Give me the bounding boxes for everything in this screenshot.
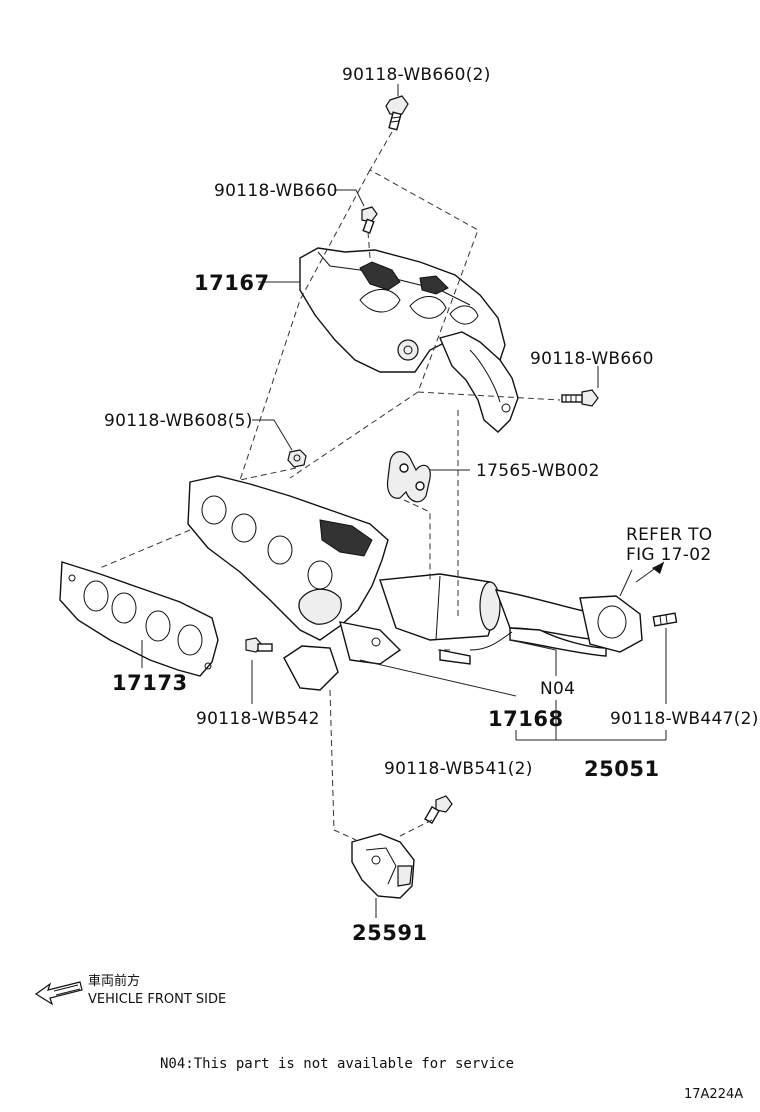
downpipe-drawing <box>439 589 643 665</box>
callout-bracket: 25591 <box>352 921 428 945</box>
direction-english: VEHICLE FRONT SIDE <box>88 992 226 1007</box>
callout-refer-line2: FIG 17-02 <box>626 545 711 565</box>
callout-bolt-541: 90118-WB541(2) <box>384 759 533 779</box>
gasket-drawing <box>59 561 219 677</box>
footnote: N04:This part is not available for servi… <box>160 1056 514 1072</box>
callout-bolt-right: 90118-WB660 <box>530 349 654 369</box>
hanger-drawing <box>386 451 431 503</box>
callout-stud: 90118-WB447(2) <box>610 709 759 729</box>
refer-arrow-icon <box>635 561 665 583</box>
heat-shield-drawing <box>299 247 519 433</box>
leader-lines <box>141 84 667 918</box>
callout-nut: 90118-WB608(5) <box>104 411 253 431</box>
callout-manifold: 17168 <box>488 707 564 731</box>
callout-gasket: 17173 <box>112 671 188 695</box>
callout-refer-line1: REFER TO <box>626 525 712 545</box>
front-direction-arrow-icon <box>34 981 83 1006</box>
figure-code: 17A224A <box>684 1087 743 1102</box>
callout-heat-shield: 17167 <box>194 271 270 295</box>
stud-drawing <box>652 612 678 627</box>
assembly-dashed-lines <box>99 131 561 841</box>
exhaust-manifold-drawing <box>187 475 501 691</box>
callout-n04: N04 <box>540 679 575 699</box>
bolt-541-drawing <box>424 795 453 825</box>
bolt-542-drawing <box>245 637 273 653</box>
direction-japanese: 車両前方 <box>88 973 140 989</box>
bolt-small-drawing <box>361 206 378 234</box>
callout-bolt-top: 90118-WB660 <box>214 181 338 201</box>
bolt-right-drawing <box>561 389 599 407</box>
nut-drawing <box>287 449 307 468</box>
callout-bolt-542: 90118-WB542 <box>196 709 320 729</box>
bracket-drawing <box>351 833 415 899</box>
bolt-top-drawing <box>385 95 409 131</box>
callout-bolt-top-2: 90118-WB660(2) <box>342 65 491 85</box>
callout-assembly: 25051 <box>584 757 660 781</box>
callout-hanger: 17565-WB002 <box>476 461 600 481</box>
